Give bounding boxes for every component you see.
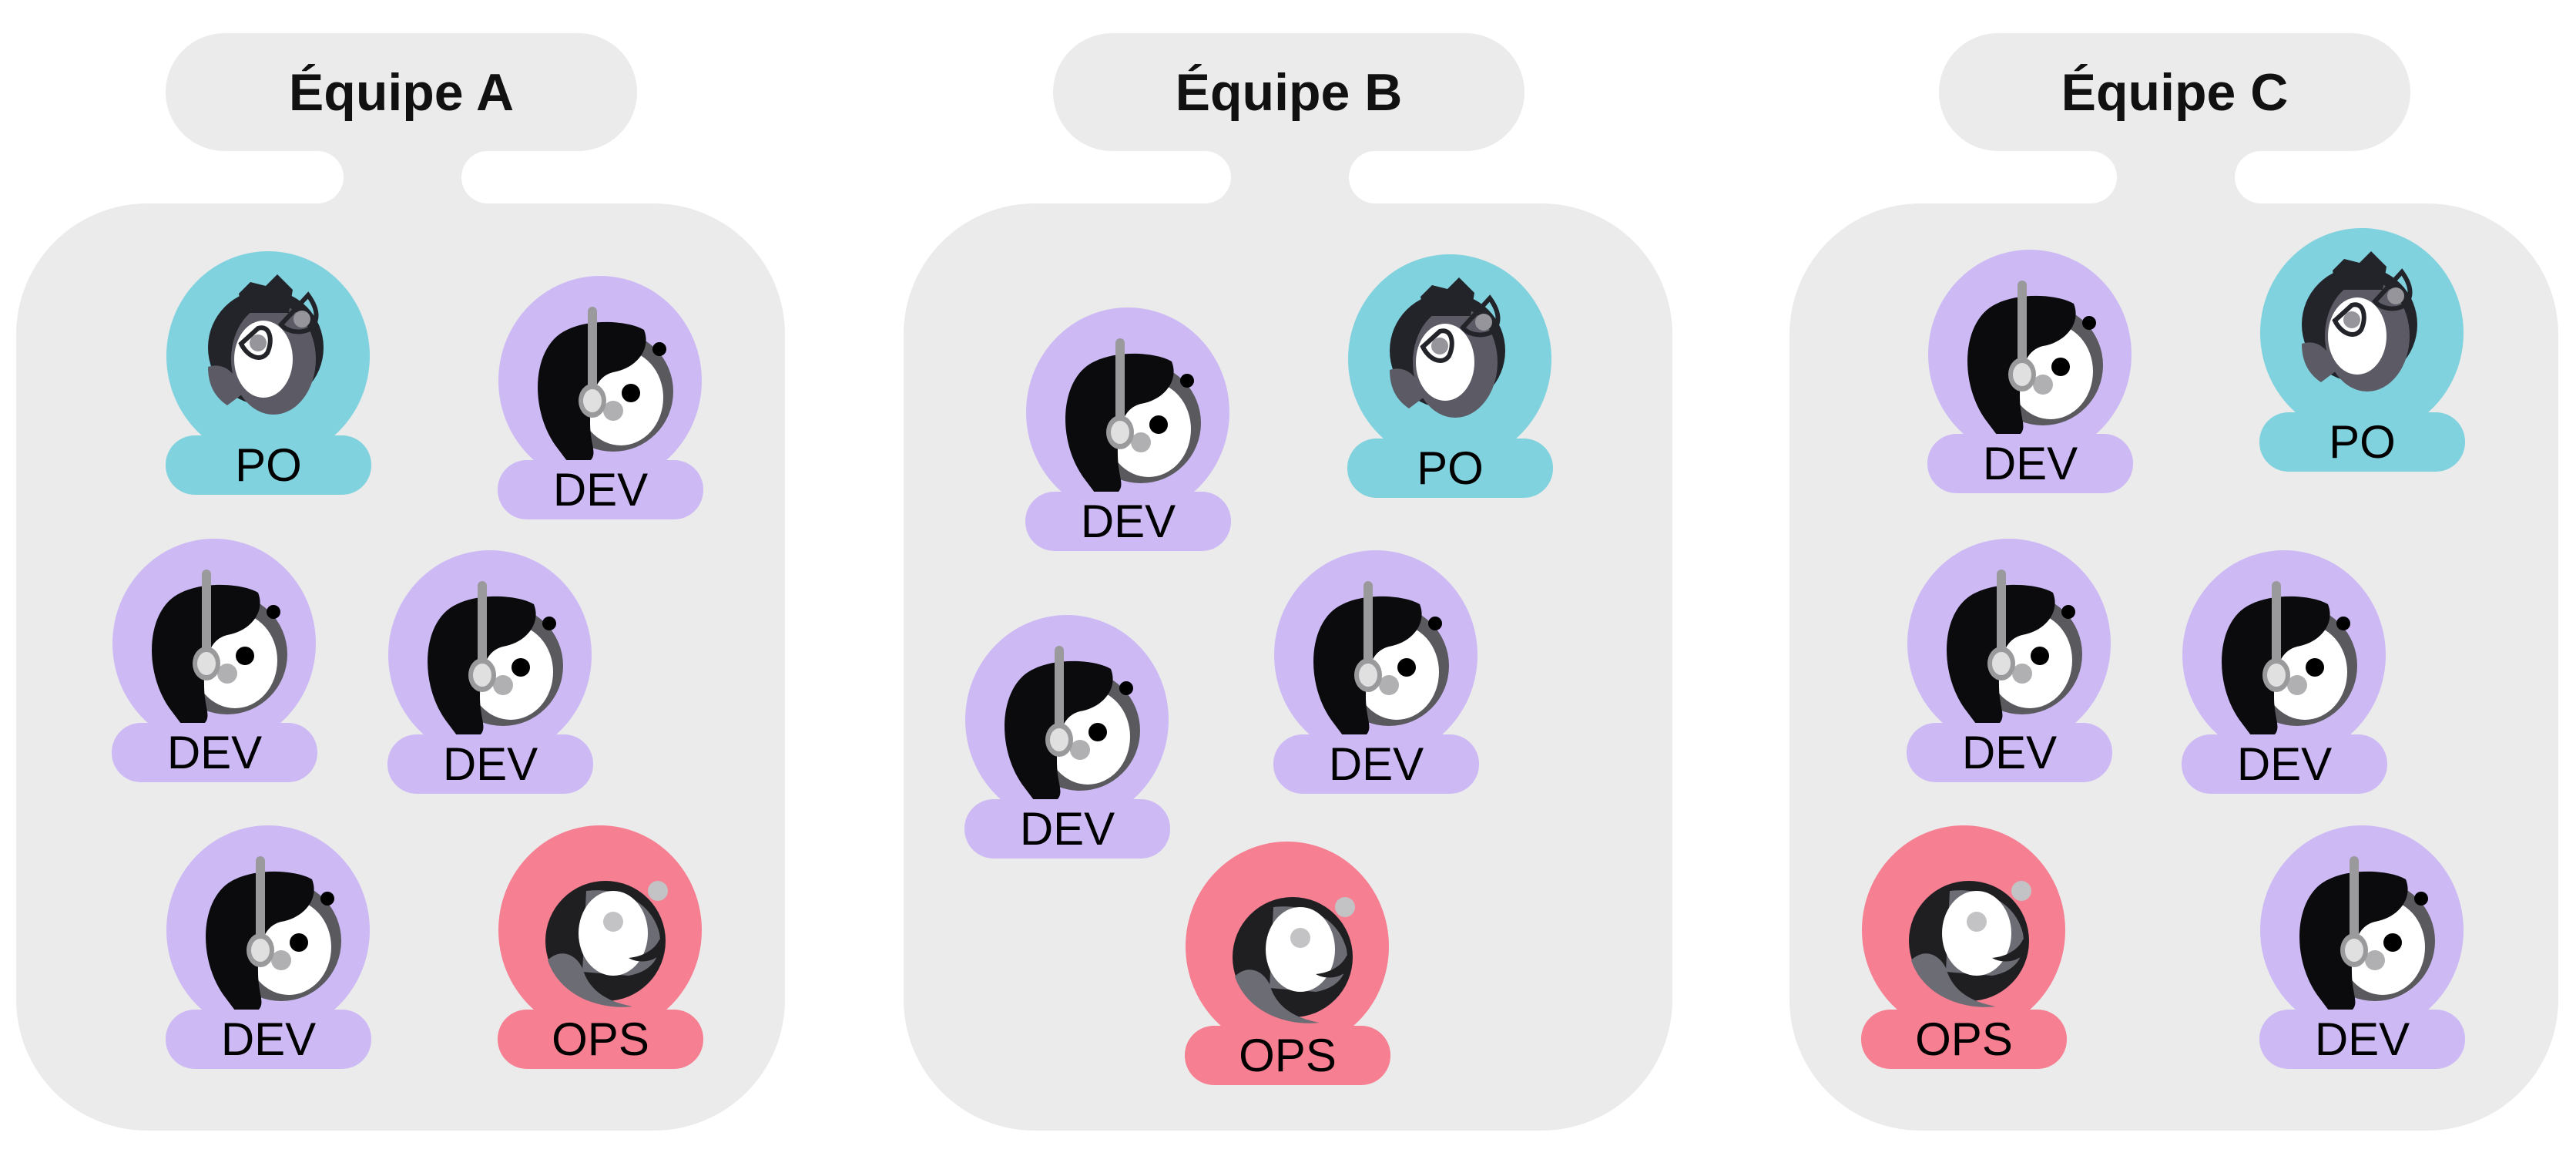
team-member: DEV <box>964 615 1170 859</box>
tab-notch <box>1179 151 1231 203</box>
team-title: Équipe A <box>166 33 637 151</box>
role-badge: DEV <box>1025 492 1231 551</box>
team-member: DEV <box>1025 307 1231 551</box>
tab-notch <box>2235 151 2287 203</box>
team-member: DEV <box>2182 550 2387 794</box>
po-avatar-icon <box>1348 254 1551 464</box>
tab-notch <box>2064 151 2117 203</box>
team-title: Équipe C <box>1939 33 2410 151</box>
team-title: Équipe B <box>1053 33 1524 151</box>
role-badge: DEV <box>964 799 1170 859</box>
role-badge: DEV <box>1927 434 2133 493</box>
tab-notch <box>461 151 514 203</box>
role-badge: DEV <box>1907 723 2112 782</box>
team-member: OPS <box>498 825 703 1069</box>
tab-notch <box>1349 151 1401 203</box>
team-member: DEV <box>387 550 593 794</box>
ops-avatar-icon <box>498 825 702 1035</box>
team-member: DEV <box>112 539 317 782</box>
team-member: OPS <box>1861 825 2067 1069</box>
dev-avatar-icon <box>2182 550 2386 760</box>
role-badge: PO <box>1347 439 1553 498</box>
dev-avatar-icon <box>1026 307 1229 517</box>
po-avatar-icon <box>166 251 370 461</box>
dev-avatar-icon <box>498 276 702 486</box>
team-member: DEV <box>1273 550 1479 794</box>
tab-connector <box>317 146 488 208</box>
role-badge: PO <box>2259 412 2465 472</box>
role-badge: DEV <box>387 734 593 794</box>
team-member: PO <box>2259 228 2465 472</box>
dev-avatar-icon <box>2260 825 2464 1035</box>
dev-avatar-icon <box>112 539 316 748</box>
team-member: PO <box>166 251 371 495</box>
role-badge: DEV <box>1273 734 1479 794</box>
dev-avatar-icon <box>1928 250 2132 459</box>
dev-avatar-icon <box>965 615 1169 825</box>
ops-avatar-icon <box>1186 842 1389 1051</box>
role-badge: OPS <box>498 1010 703 1069</box>
team-member: DEV <box>498 276 703 519</box>
team-member: DEV <box>1907 539 2112 782</box>
role-badge: PO <box>166 435 371 495</box>
team-member: DEV <box>1927 250 2133 493</box>
dev-avatar-icon <box>388 550 592 760</box>
role-badge: DEV <box>166 1010 371 1069</box>
dev-avatar-icon <box>166 825 370 1035</box>
role-badge: DEV <box>112 723 317 782</box>
team-member: DEV <box>166 825 371 1069</box>
team-member: PO <box>1347 254 1553 498</box>
role-badge: DEV <box>498 460 703 519</box>
role-badge: DEV <box>2182 734 2387 794</box>
po-avatar-icon <box>2260 228 2464 438</box>
tab-connector <box>1205 146 1375 208</box>
role-badge: OPS <box>1185 1026 1390 1085</box>
tab-connector <box>2091 146 2261 208</box>
ops-avatar-icon <box>1862 825 2065 1035</box>
role-badge: OPS <box>1861 1010 2067 1069</box>
dev-avatar-icon <box>1274 550 1478 760</box>
team-member: DEV <box>2259 825 2465 1069</box>
team-member: OPS <box>1185 842 1390 1085</box>
role-badge: DEV <box>2259 1010 2465 1069</box>
dev-avatar-icon <box>1907 539 2111 748</box>
tab-notch <box>291 151 344 203</box>
